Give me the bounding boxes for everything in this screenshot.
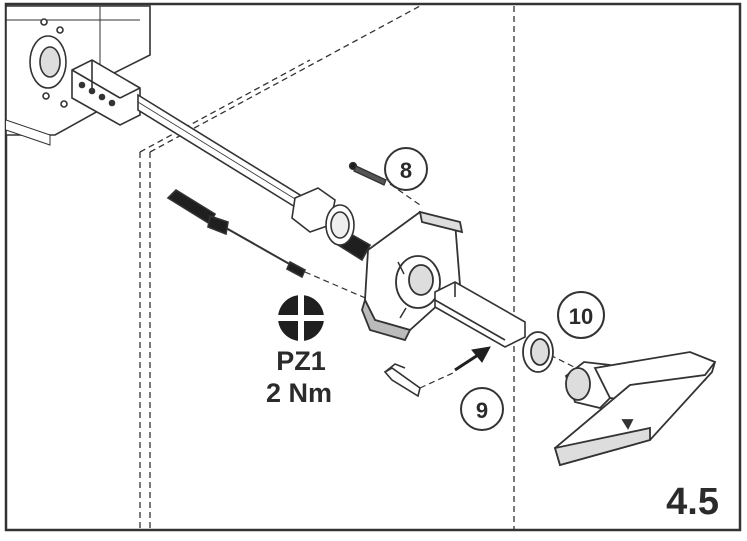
seal-ring xyxy=(522,331,554,373)
callout-ring-label: 10 xyxy=(569,304,593,329)
screw xyxy=(348,161,387,186)
callout-screw-label: 8 xyxy=(400,158,412,183)
insert-arrow xyxy=(454,346,491,372)
pozidriv-icon xyxy=(278,295,324,341)
step-number: 4.5 xyxy=(666,481,719,523)
shaft-guide xyxy=(291,187,355,246)
shaft-coupling xyxy=(71,59,141,126)
locking-clip xyxy=(383,363,421,398)
callout-clip-label: 9 xyxy=(476,398,488,423)
tool-bit-label: PZ1 xyxy=(276,346,326,376)
callout-clip: 9 xyxy=(460,387,504,431)
callout-screw: 8 xyxy=(384,147,428,191)
t-handle xyxy=(553,351,717,467)
screwdriver xyxy=(166,188,307,279)
callout-ring: 10 xyxy=(557,291,605,339)
handle-housing xyxy=(361,210,464,342)
square-shaft xyxy=(434,281,526,348)
cabinet-outline xyxy=(139,5,515,530)
torque-label: 2 Nm xyxy=(266,378,332,408)
diagram-frame xyxy=(4,2,742,532)
